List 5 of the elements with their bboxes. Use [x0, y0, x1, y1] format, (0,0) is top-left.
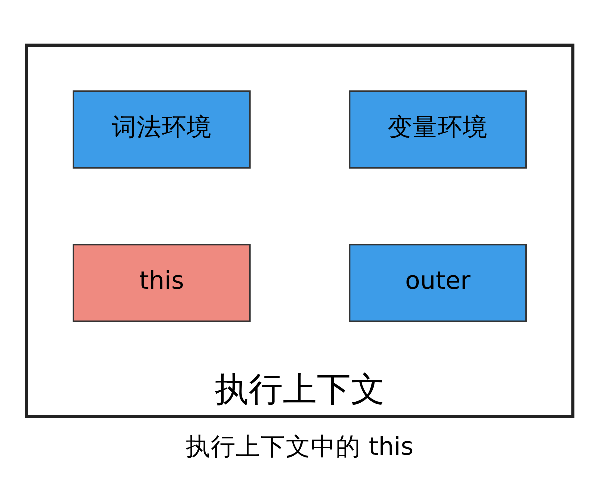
node-box: this [72, 244, 251, 322]
node-box: 变量环境 [349, 90, 528, 169]
node-box: outer [349, 244, 528, 322]
node-box: 词法环境 [72, 90, 251, 169]
caption: 执行上下文中的 this [186, 432, 414, 461]
